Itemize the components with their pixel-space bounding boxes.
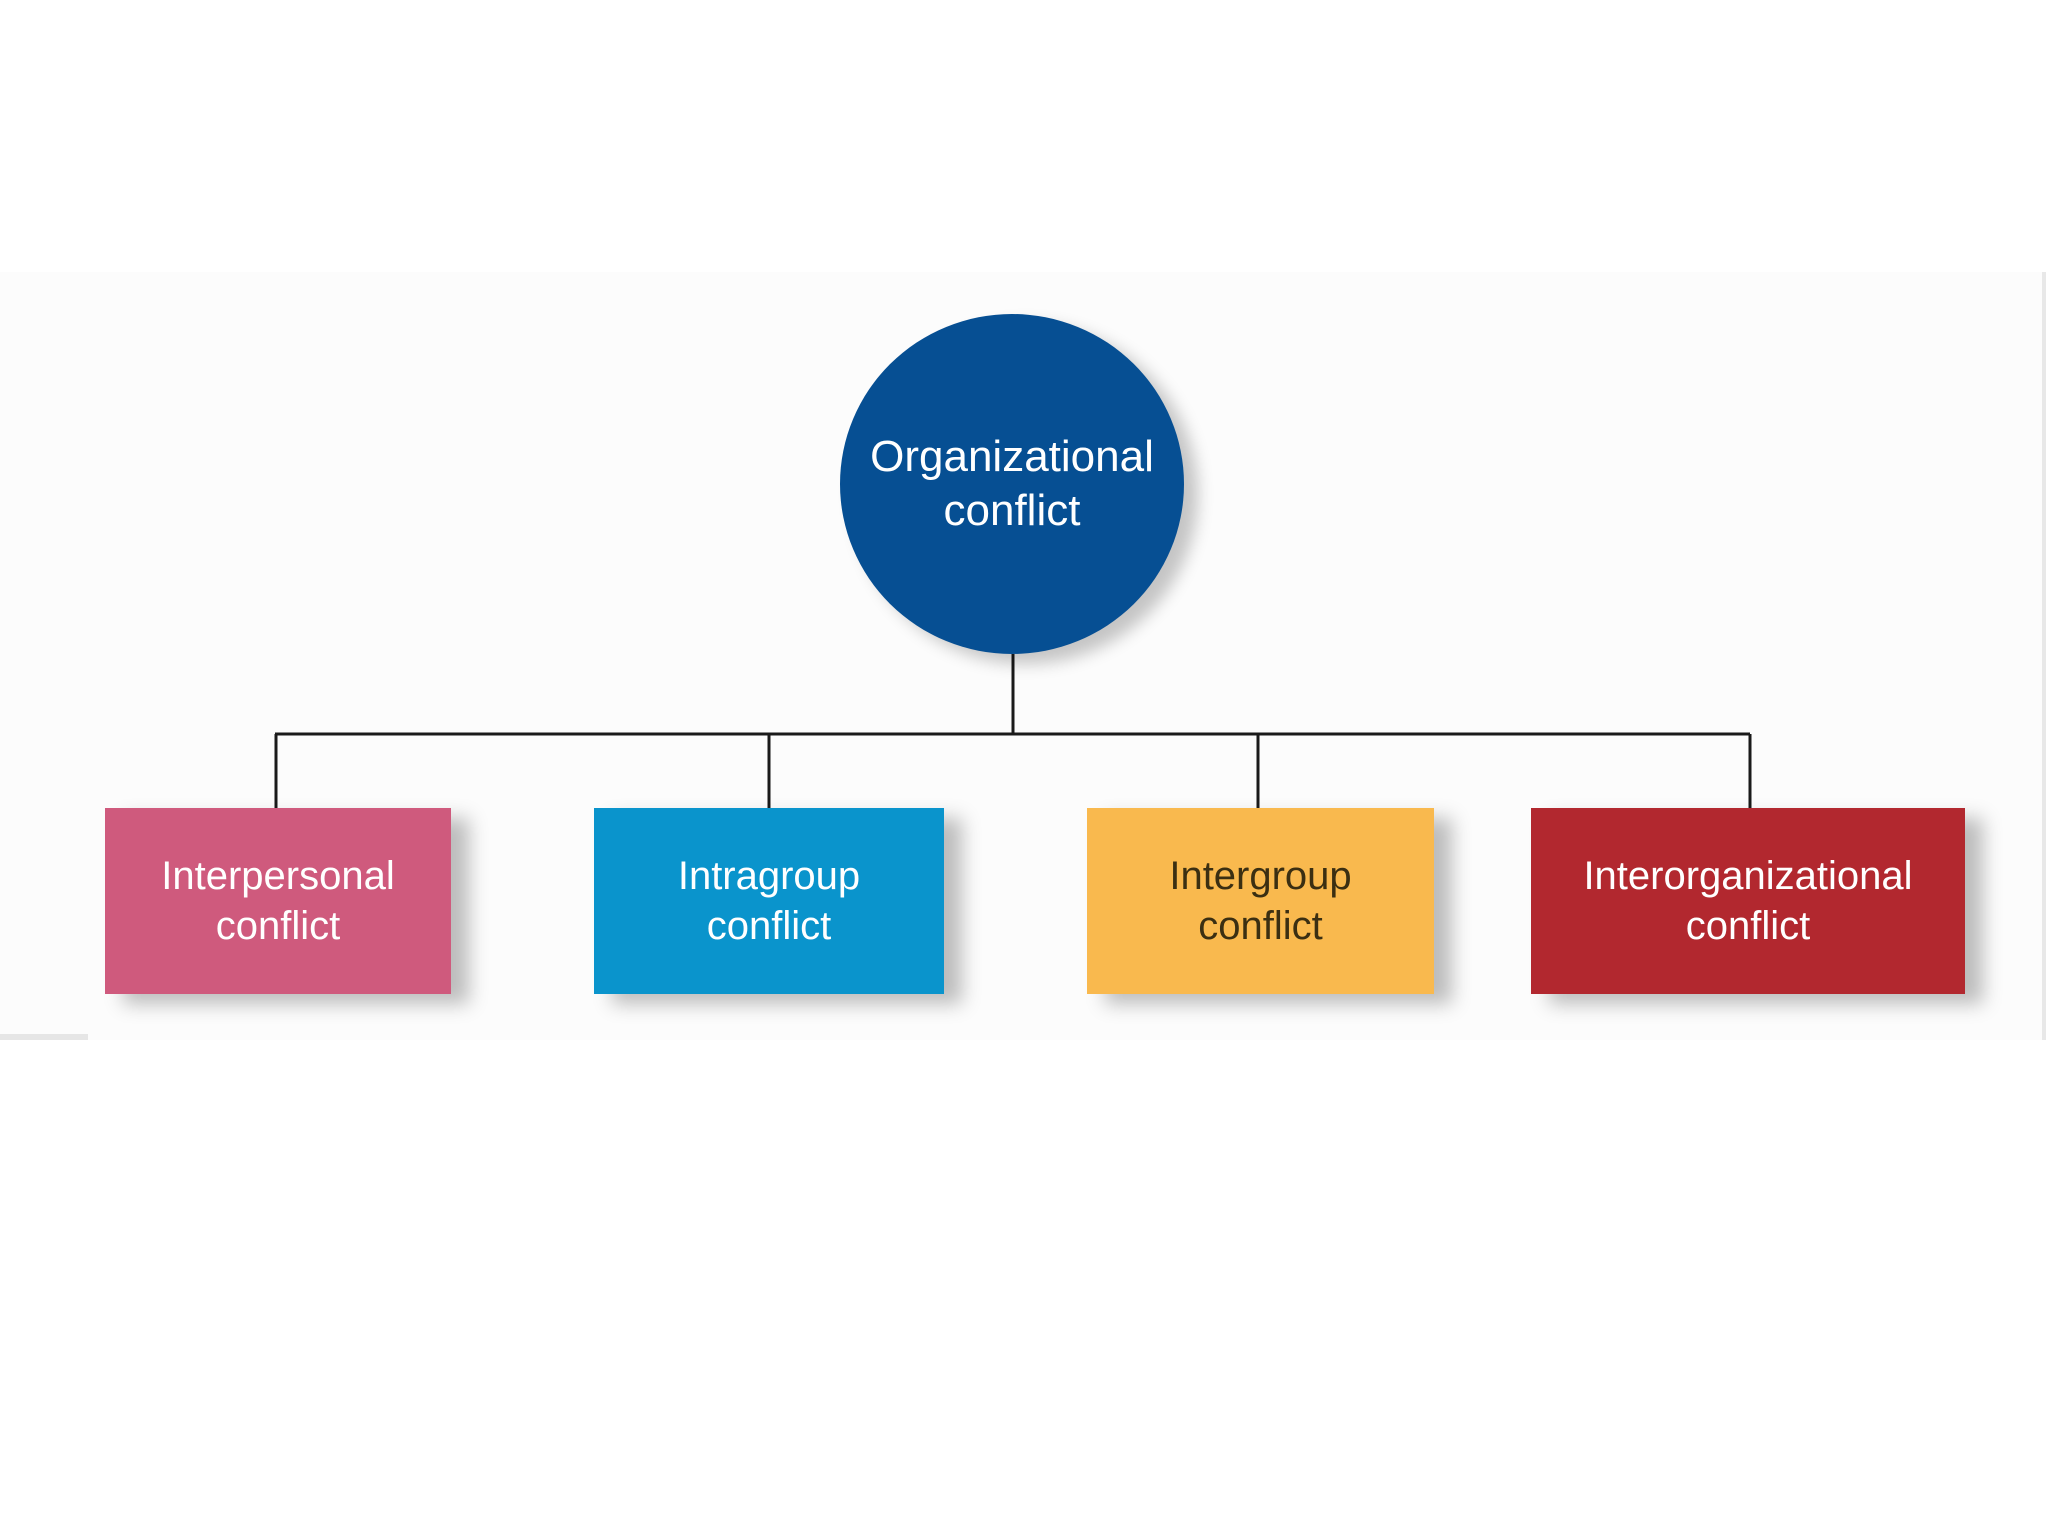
- child-node-label-line2: conflict: [215, 904, 341, 948]
- child-node-interorganizational: Interorganizational conflict: [1531, 808, 1965, 994]
- child-node-intergroup: Intergroup conflict: [1087, 808, 1434, 994]
- child-node-intragroup: Intragroup conflict: [594, 808, 944, 994]
- band-right-edge: [2042, 272, 2046, 1040]
- child-node-label-line2: conflict: [1198, 904, 1323, 948]
- child-node-label-line1: Intergroup: [1169, 854, 1352, 898]
- root-node-label-line1: Organizational: [870, 432, 1154, 481]
- band-bottom-edge: [0, 1034, 88, 1040]
- child-node-label-line2: conflict: [1685, 904, 1811, 948]
- root-node-organizational-conflict: Organizational conflict: [840, 314, 1184, 654]
- child-node-label-line2: conflict: [706, 904, 832, 948]
- child-node-label-line1: Interorganizational: [1583, 854, 1913, 898]
- child-node-interpersonal: Interpersonal conflict: [105, 808, 451, 994]
- child-node-label-line1: Interpersonal: [161, 854, 395, 898]
- root-node-label-line2: conflict: [943, 486, 1081, 535]
- child-node-label-line1: Intragroup: [677, 854, 861, 898]
